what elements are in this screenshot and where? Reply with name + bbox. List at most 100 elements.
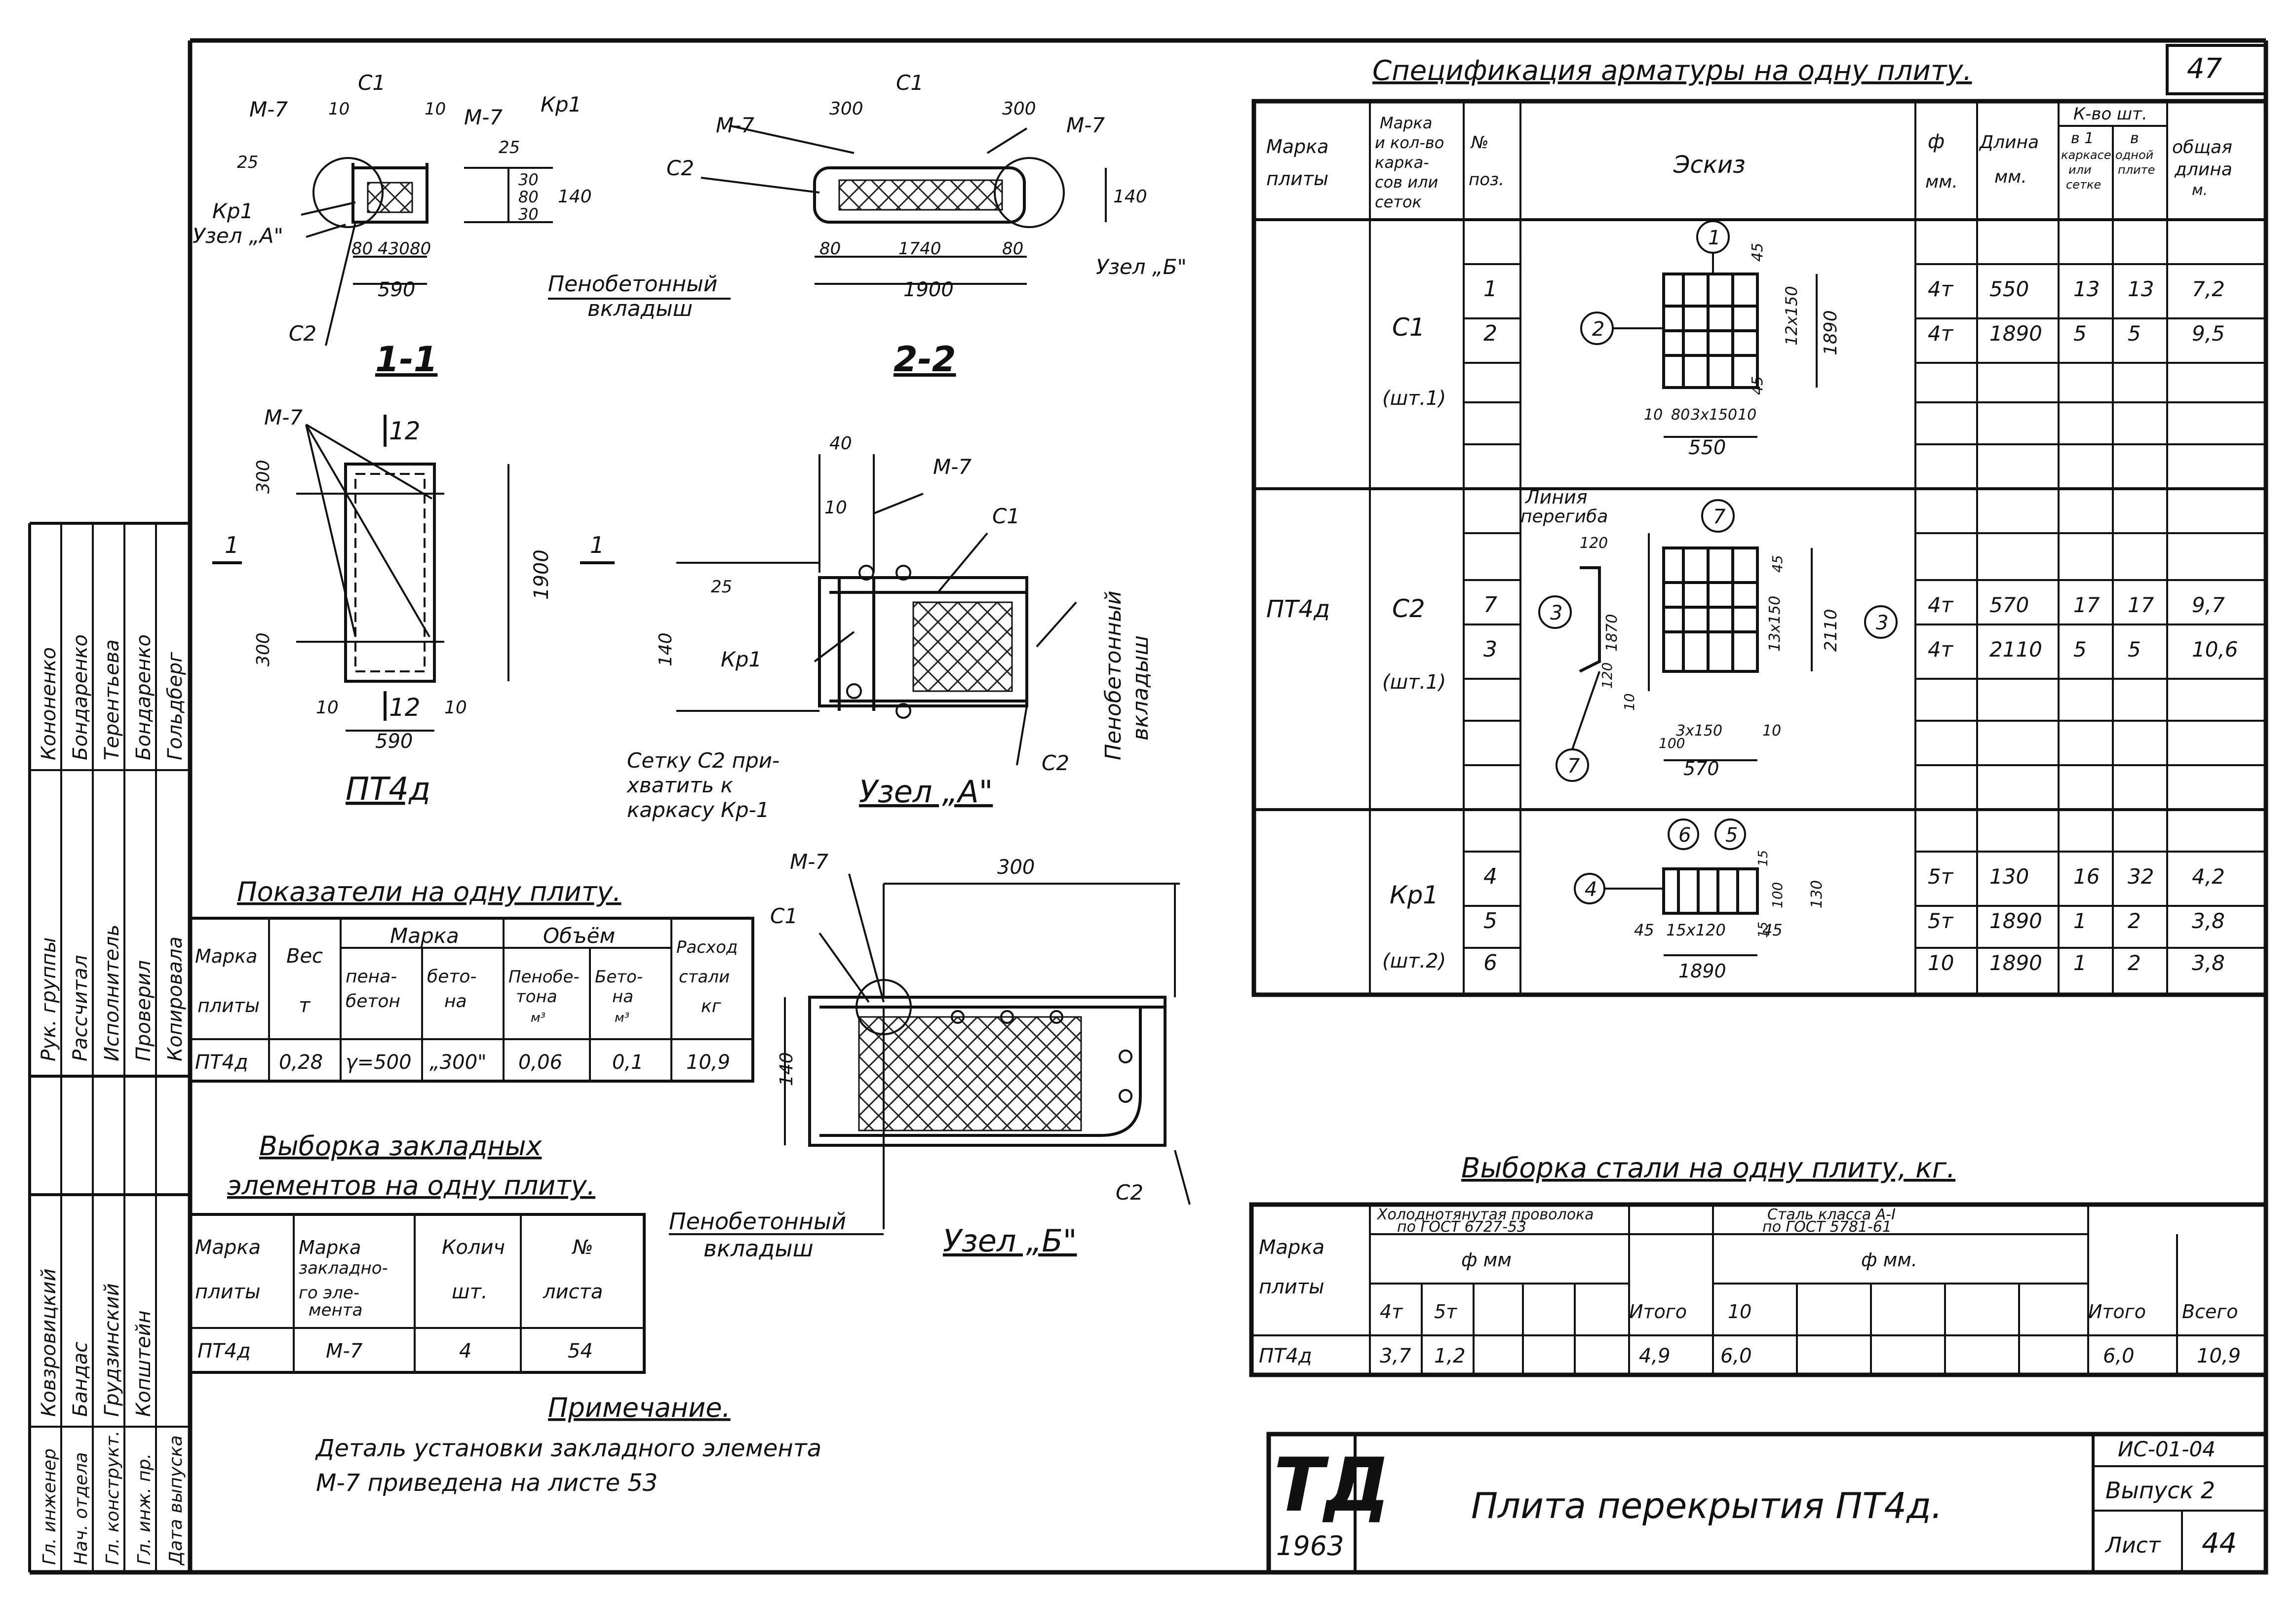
position-marker: 3	[1550, 602, 1562, 624]
dim-text: 80	[518, 188, 539, 206]
spec-title: Спецификация арматуры на одну плиту.	[1372, 55, 1972, 87]
dim-text: 300	[1002, 99, 1036, 119]
cell-text: ф	[1928, 130, 1945, 153]
label-text: М-7	[464, 105, 503, 129]
cell-text: Длина	[1979, 132, 2039, 153]
cell-text: плиты	[1266, 168, 1328, 190]
spec-row-lines	[1464, 263, 2266, 949]
sketch-dim: 10	[1738, 406, 1756, 424]
spec-qty-karkas: 1	[2073, 951, 2087, 975]
spec-poz: 6	[1483, 950, 1497, 975]
cell-text: тона	[516, 987, 557, 1007]
sidebar-text: Ковзровицкий	[38, 1268, 60, 1417]
cell-text: Марка	[1380, 114, 1432, 132]
cell-text: ПТ4д	[195, 1051, 248, 1074]
spec-poz: 2	[1483, 321, 1497, 346]
steel-table: Выборка стали на одну плиту, кг. Марка п…	[1249, 1152, 2268, 1377]
sidebar-text: Копировала	[164, 936, 187, 1061]
spec-qty-karkas: 5	[2073, 321, 2087, 346]
sidebar-text: Гл. конструкт.	[103, 1431, 123, 1565]
cell-text: по ГОСТ 5781-61	[1762, 1218, 1892, 1236]
cell-text: 4	[459, 1340, 471, 1363]
cell-text: бетон	[346, 991, 400, 1012]
sketch-dim: Линия	[1524, 486, 1588, 508]
cell-text: плиты	[195, 1281, 261, 1303]
cell-text: №	[572, 1236, 593, 1259]
stamp-sheet-label: Лист	[2104, 1533, 2161, 1558]
label-text: Кр1	[721, 647, 762, 671]
nodeB-label: Узел „Б"	[943, 1223, 1077, 1259]
label-text: 12	[389, 693, 421, 722]
stamp-code: ИС-01-04	[2118, 1437, 2216, 1461]
cell-text: закладно-	[299, 1258, 388, 1278]
stamp-title: Плита перекрытия ПТ4д.	[1471, 1485, 1943, 1526]
cell-text: мм.	[1925, 172, 1958, 192]
dim-text: 140	[777, 1052, 797, 1086]
spec-length: 550	[1989, 277, 2029, 301]
dim-text: 30	[518, 170, 539, 189]
spec-qty-plate: 17	[2128, 593, 2154, 617]
spec-diameter: 4т	[1928, 277, 1954, 301]
sketch-dim: 45	[1749, 243, 1766, 262]
sketch-dim: 45	[1769, 555, 1786, 573]
sketch-c1	[1580, 220, 1818, 438]
spec-length: 1890	[1989, 321, 2042, 346]
spec-diameter: 10	[1928, 951, 1954, 975]
spec-total-length: 3,8	[2192, 909, 2225, 933]
sketch-dim: 10	[1644, 406, 1663, 424]
sidebar-text: Гл. инж. пр.	[134, 1453, 155, 1565]
foam-label: Пенобетонный	[1101, 591, 1126, 760]
sketch-dim: 2110	[1821, 609, 1841, 652]
embedded-title: элементов на одну плиту.	[227, 1170, 595, 1201]
cell-text: каркасе	[2061, 148, 2111, 162]
sketch-dim: 120	[1580, 535, 1608, 552]
dim-text: 10	[316, 698, 339, 718]
cell-text: плиты	[197, 995, 260, 1016]
spec-qty-karkas: 1	[2073, 909, 2087, 933]
sidebar-text: Грудзинский	[101, 1283, 123, 1417]
cell-text: листа	[543, 1281, 603, 1303]
sketch-dim: 130	[1808, 880, 1826, 908]
stamp-year: 1963	[1276, 1530, 1344, 1561]
spec-total-length: 10,6	[2192, 637, 2238, 662]
cell-text: Марка	[1266, 136, 1328, 157]
sidebar-text: Копштейн	[132, 1310, 155, 1417]
group-count: (шт.1)	[1382, 671, 1446, 694]
cell-text: сов или	[1375, 173, 1438, 192]
cell-text: Объём	[543, 924, 615, 948]
dim-text: 10	[425, 99, 446, 119]
cell-text: 10,9	[2197, 1345, 2241, 1367]
dim-text: 140	[1113, 187, 1147, 207]
dim-text: 80	[1002, 239, 1023, 259]
label-text: С1	[992, 504, 1020, 528]
position-marker: 5	[1725, 824, 1738, 847]
cell-text: сетке	[2066, 178, 2101, 192]
label-text: 12	[389, 417, 421, 445]
cell-text: пена-	[346, 967, 397, 987]
spec-poz: 3	[1483, 637, 1497, 662]
cell-text: 10,9	[686, 1051, 730, 1074]
section-label-1-1: 1-1	[375, 339, 437, 380]
foam-label: вкладыш	[587, 296, 693, 321]
cell-text: 4,9	[1639, 1345, 1671, 1367]
spec-diameter: 5т	[1928, 909, 1954, 933]
dim-text: 590	[378, 278, 415, 301]
sketch-dim: 100	[1659, 735, 1685, 751]
cell-text: γ=500	[346, 1051, 412, 1074]
steel-title: Выборка стали на одну плиту, кг.	[1461, 1152, 1955, 1184]
cell-text: Всего	[2182, 1301, 2238, 1323]
spec-length: 2110	[1989, 637, 2042, 662]
cell-text: одной	[2115, 148, 2153, 162]
plan-pt4d: М-7 12 12 300 300 1900 10 590 10 1 1 ПТ4…	[212, 405, 615, 808]
dim-text: 430	[378, 239, 410, 259]
label-text: Узел „Б"	[1096, 255, 1187, 279]
group-count: (шт.1)	[1382, 387, 1446, 410]
spec-qty-plate: 32	[2128, 864, 2154, 889]
sidebar-grid	[60, 523, 157, 1572]
dim-text: 140	[558, 187, 592, 207]
dim-text: 590	[375, 730, 413, 753]
